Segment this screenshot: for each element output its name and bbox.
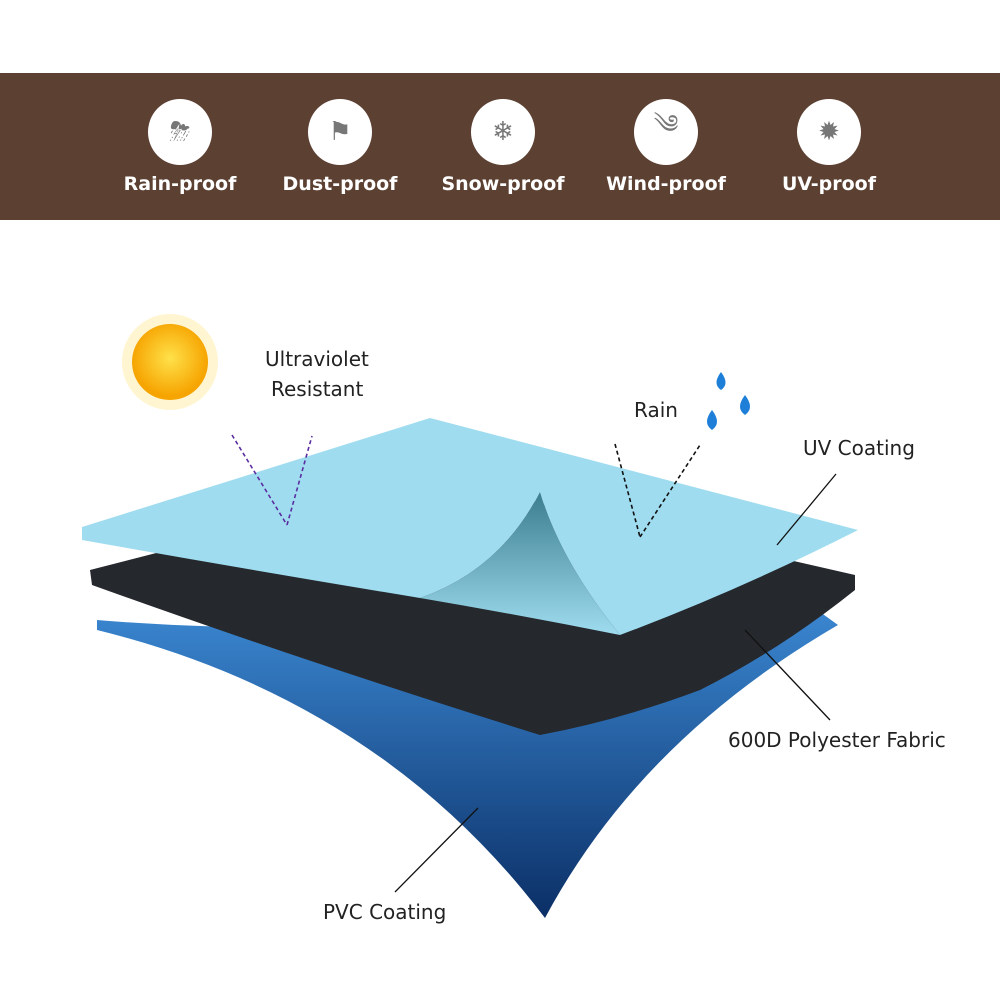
curled-corner xyxy=(420,492,620,635)
feature-snow-proof: ❄ Snow-proof xyxy=(423,99,583,195)
pvc-label: PVC Coating xyxy=(323,900,447,924)
leader-lines xyxy=(394,473,837,893)
uv-arrows xyxy=(231,434,313,526)
feature-label: Snow-proof xyxy=(441,173,565,195)
sun-icon xyxy=(122,314,218,410)
feature-wind-proof: ༄ Wind-proof xyxy=(586,99,746,195)
polyester-label: 600D Polyester Fabric xyxy=(728,728,946,752)
ultraviolet-label: Ultraviolet xyxy=(265,347,369,371)
feature-label: Rain-proof xyxy=(123,173,237,195)
rain-drops-icon xyxy=(707,372,750,430)
storm-cloud-icon: ⛈ xyxy=(148,99,212,165)
feature-rain-proof: ⛈ Rain-proof xyxy=(100,99,260,195)
rain-label: Rain xyxy=(634,398,678,422)
snowflake-icon: ❄ xyxy=(471,99,535,165)
wind-icon: ༄ xyxy=(634,99,698,165)
uv-coating-label: UV Coating xyxy=(803,436,915,460)
sun-icon: ✹ xyxy=(797,99,861,165)
feature-dust-proof: ⚑ Dust-proof xyxy=(260,99,420,195)
feature-label: UV-proof xyxy=(782,173,876,195)
uv-coating-layer xyxy=(82,418,858,635)
rain-arrows xyxy=(614,443,701,538)
feature-label: Dust-proof xyxy=(282,173,398,195)
windsock-icon: ⚑ xyxy=(308,99,372,165)
feature-label: Wind-proof xyxy=(606,173,726,195)
resistant-label: Resistant xyxy=(271,377,364,401)
feature-uv-proof: ✹ UV-proof xyxy=(749,99,909,195)
